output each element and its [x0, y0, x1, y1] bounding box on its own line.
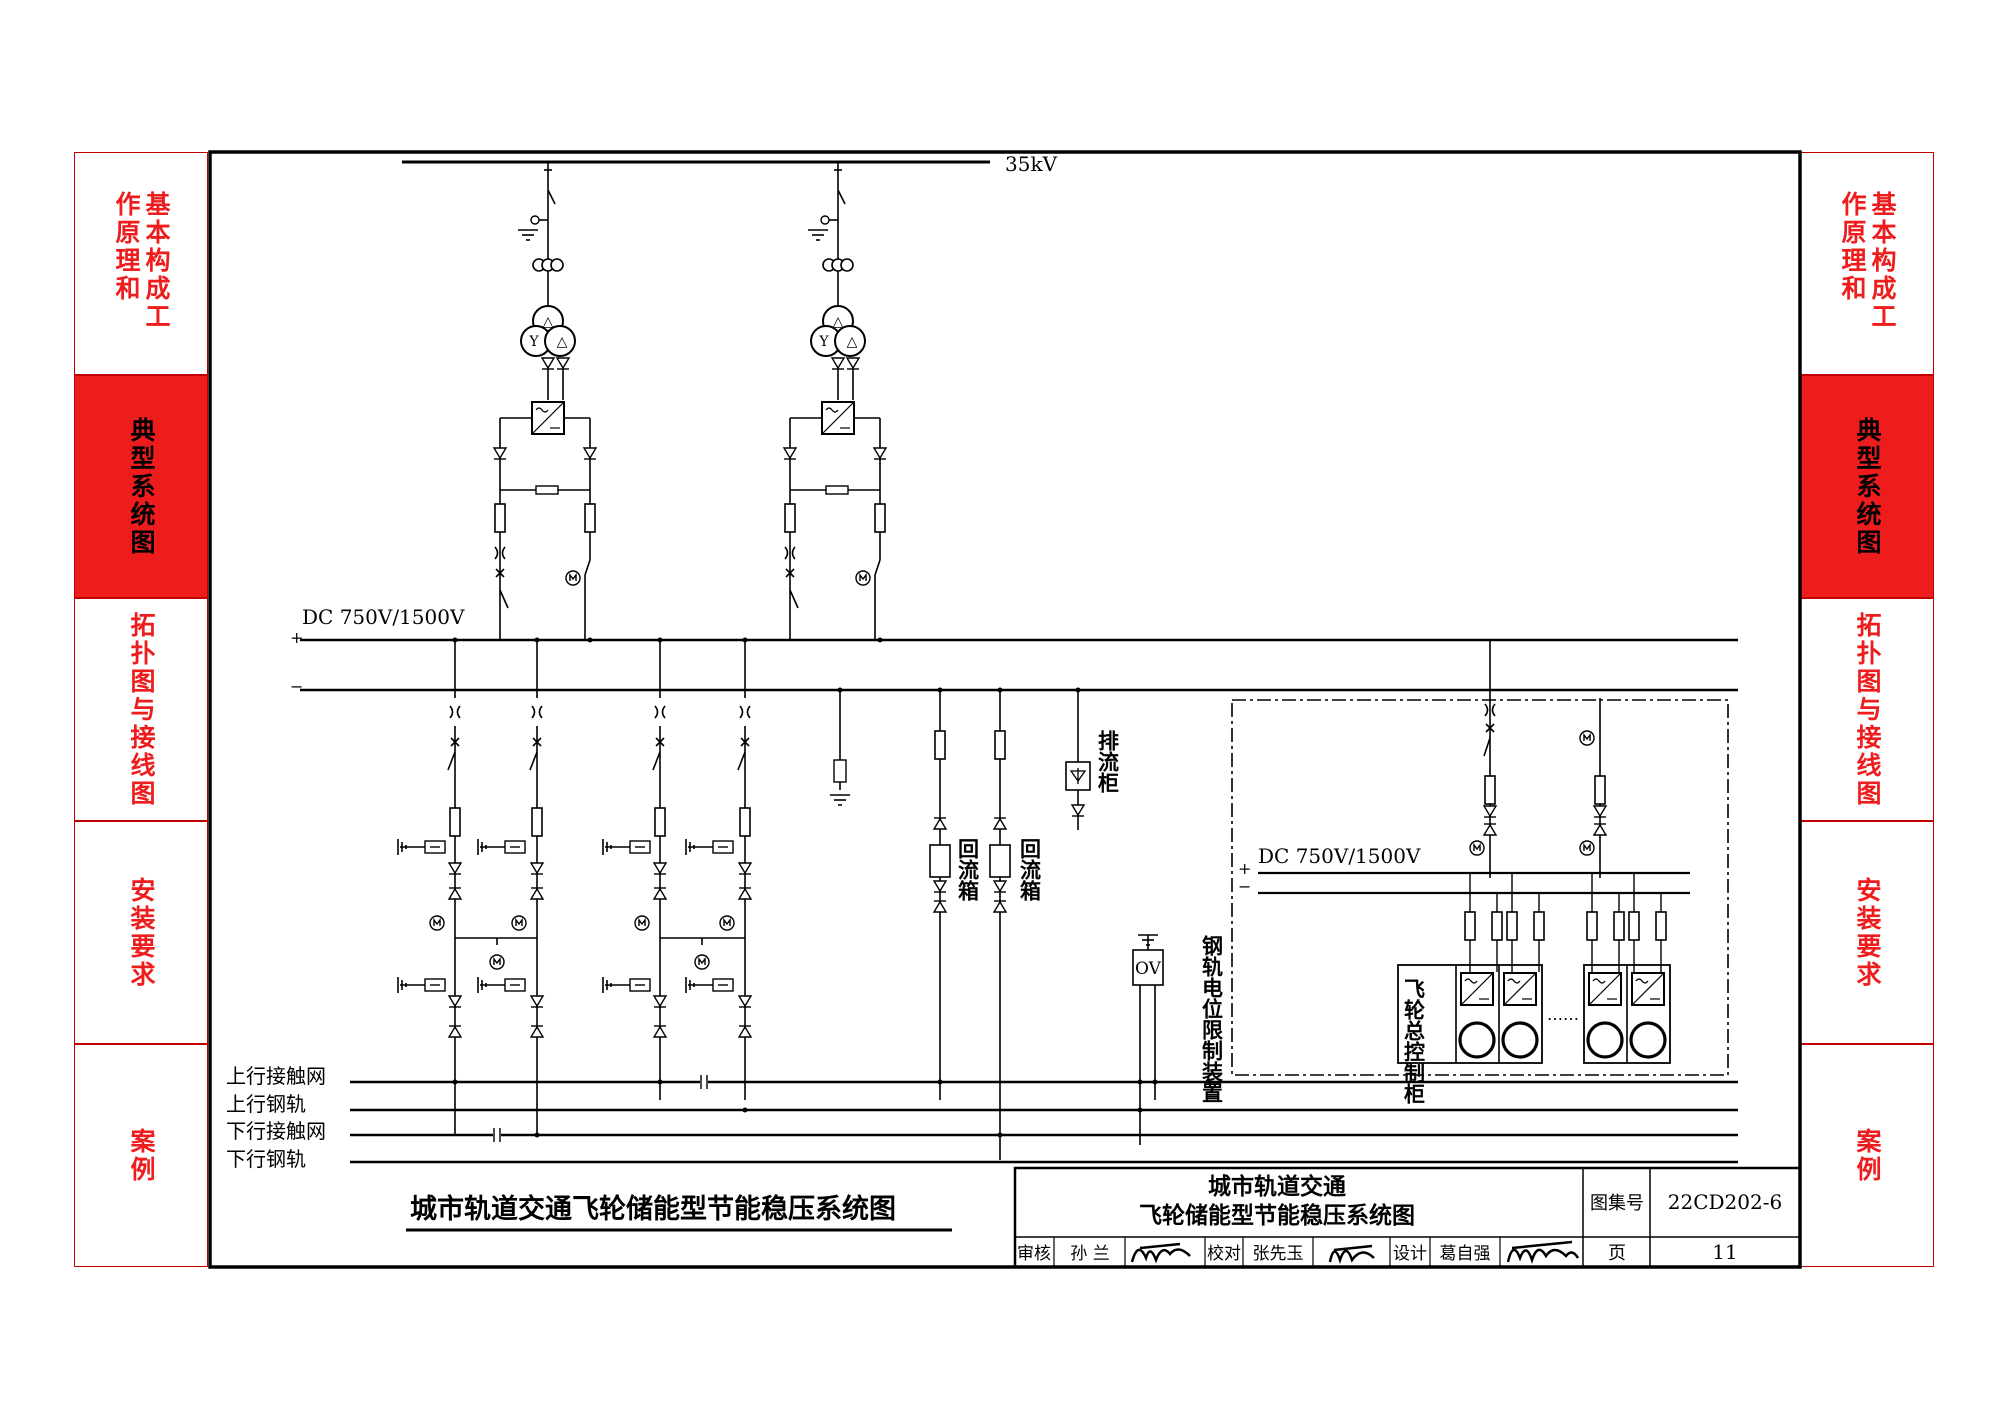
tab-label: 安装要求 — [1853, 876, 1882, 989]
tab-label: 安装要求 — [127, 876, 156, 989]
hv-bus-label: 35kV — [1005, 152, 1058, 176]
review-name: 孙 兰 — [1070, 1244, 1109, 1264]
design-label: 设计 — [1393, 1244, 1427, 1264]
tab-label: 拓扑图与接线图 — [127, 611, 156, 808]
left-tab-topology[interactable]: 拓扑图与接线图 — [74, 598, 208, 821]
line-label-down-rail: 下行钢轨 — [226, 1147, 306, 1171]
sub-dc-bus-label: DC 750V/1500V — [1258, 844, 1421, 868]
right-tab-typical-system[interactable]: 典型系统图 — [1800, 375, 1934, 598]
drawing-title: 城市轨道交通飞轮储能型节能稳压系统图 — [410, 1193, 896, 1225]
dc-minus-label: − — [290, 677, 303, 696]
right-tab-topology[interactable]: 拓扑图与接线图 — [1800, 598, 1934, 821]
review-signature — [1130, 1242, 1191, 1264]
ov-device-label: OV — [1135, 959, 1162, 979]
tab-label: 案例 — [1853, 1127, 1882, 1184]
check-label: 校对 — [1207, 1244, 1241, 1264]
title-block-line1: 城市轨道交通 — [1208, 1173, 1346, 1200]
return-box-label-1: 回流箱 — [956, 838, 981, 901]
return-box-label-2: 回流箱 — [1018, 838, 1043, 901]
check-name: 张先玉 — [1253, 1244, 1304, 1264]
dc-plus-label: + — [290, 628, 303, 647]
line-label-up-rail: 上行钢轨 — [226, 1092, 306, 1116]
tab-label: 典型系统图 — [127, 416, 156, 557]
design-signature — [1506, 1240, 1580, 1264]
atlas-number: 22CD202-6 — [1668, 1190, 1782, 1214]
tab-label: 基本构成工作原理和 — [1838, 190, 1897, 331]
tab-label: 案例 — [127, 1127, 156, 1184]
check-signature — [1328, 1244, 1375, 1264]
page-number: 11 — [1712, 1240, 1737, 1264]
left-tab-principles[interactable]: 基本构成工作原理和 — [74, 152, 208, 375]
line-label-up-catenary: 上行接触网 — [226, 1064, 326, 1088]
left-tab-typical-system[interactable]: 典型系统图 — [74, 375, 208, 598]
drain-cabinet-label: 排流柜 — [1096, 729, 1121, 793]
tab-label: 典型系统图 — [1853, 416, 1882, 557]
left-tab-cases[interactable]: 案例 — [74, 1044, 208, 1267]
left-tab-installation[interactable]: 安装要求 — [74, 821, 208, 1044]
units-ellipsis: …… — [1547, 1005, 1579, 1024]
sub-minus-label: − — [1238, 877, 1251, 896]
line-label-down-catenary: 下行接触网 — [226, 1119, 326, 1143]
title-block-line2: 飞轮储能型节能稳压系统图 — [1139, 1202, 1415, 1229]
tab-label: 基本构成工作原理和 — [112, 190, 171, 331]
design-name: 葛自强 — [1440, 1244, 1491, 1264]
review-label: 审核 — [1017, 1244, 1051, 1264]
atlas-label: 图集号 — [1590, 1193, 1644, 1214]
rail-limiter-label: 钢轨电位限制装置 — [1200, 934, 1225, 1103]
page-label: 页 — [1608, 1243, 1626, 1264]
sub-plus-label: + — [1238, 859, 1251, 878]
flywheel-cabinet-label: 飞轮总控制柜 — [1402, 978, 1427, 1104]
dc-bus-label: DC 750V/1500V — [302, 605, 465, 629]
tab-label: 拓扑图与接线图 — [1853, 611, 1882, 808]
